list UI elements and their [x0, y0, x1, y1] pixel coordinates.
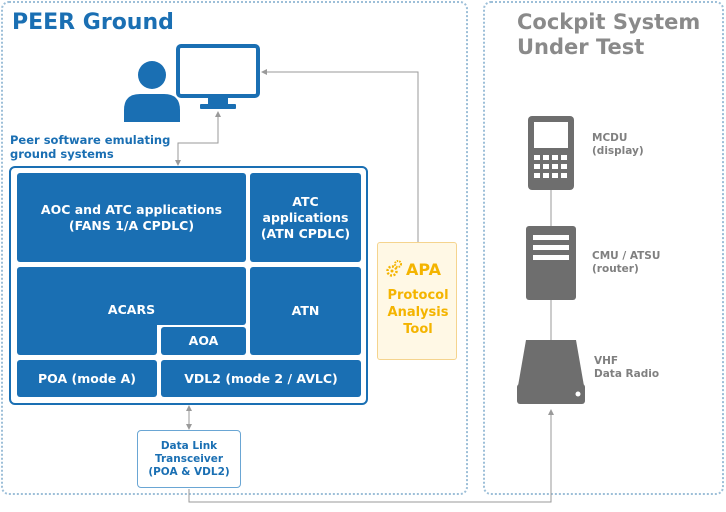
monitor-icon — [176, 44, 260, 109]
atn-block: ATN — [250, 267, 361, 355]
emulating-label-line1: Peer software emulating — [10, 133, 171, 147]
atc-line2: applications — [262, 209, 349, 225]
acars-label: ACARS — [107, 302, 156, 317]
gears-icon — [386, 260, 402, 277]
transceiver-to-radio-line — [188, 409, 554, 503]
cockpit-title-line1: Cockpit System — [517, 10, 701, 34]
apa-to-computer-line — [261, 69, 419, 242]
apa-line3: Tool — [403, 322, 433, 337]
apa-line1: Protocol — [387, 288, 449, 303]
atc-line1: ATC — [292, 193, 319, 209]
computer-to-stack-line — [175, 111, 221, 166]
vdl2-label: VDL2 (mode 2 / AVLC) — [184, 370, 338, 386]
transceiver-line1: Data Link — [160, 439, 218, 452]
apa-description: Protocol Analysis Tool — [378, 287, 458, 338]
emulating-ground-systems-label: Peer software emulating ground systems — [10, 133, 210, 161]
transceiver-line3: (POA & VDL2) — [148, 465, 230, 478]
apa-logo-text: APA — [406, 259, 442, 279]
cmu-atsu-icon — [526, 226, 576, 300]
peer-ground-title: PEER Ground — [12, 10, 174, 35]
transceiver-line2: Transceiver — [154, 452, 224, 465]
mcdu-line1: MCDU — [592, 132, 628, 144]
acars-block-lower — [17, 322, 157, 355]
aoc-atc-line1: AOC and ATC applications — [40, 201, 223, 217]
cockpit-system-region — [483, 1, 724, 495]
cmu-line1: CMU / ATSU — [592, 250, 661, 262]
vhf-line2: Data Radio — [594, 368, 660, 380]
atc-line3: (ATN CPDLC) — [260, 225, 351, 241]
cmu-atsu-label: CMU / ATSU (router) — [592, 250, 660, 276]
vhf-line1: VHF — [594, 355, 619, 367]
poa-label: POA (mode A) — [38, 370, 136, 386]
vhf-radio-icon — [517, 340, 585, 404]
mcdu-label: MCDU (display) — [592, 132, 644, 158]
aoc-atc-line2: (FANS 1/A CPDLC) — [68, 217, 195, 233]
apa-protocol-analysis-tool: APA Protocol Analysis Tool — [377, 242, 457, 360]
emulating-label-line2: ground systems — [10, 147, 114, 161]
aoa-block: AOA — [161, 327, 246, 355]
mcdu-line2: (display) — [592, 145, 644, 157]
aoa-label: AOA — [188, 333, 219, 348]
mcdu-icon — [528, 116, 574, 190]
poa-block: POA (mode A) — [17, 360, 157, 397]
atn-label: ATN — [291, 303, 320, 318]
peer-ground-region — [1, 1, 468, 495]
data-link-transceiver-box: Data Link Transceiver (POA & VDL2) — [137, 430, 241, 488]
vhf-radio-label: VHF Data Radio — [594, 355, 659, 381]
acars-block — [17, 267, 246, 325]
cmu-line2: (router) — [592, 263, 639, 275]
atc-applications-block: ATC applications (ATN CPDLC) — [250, 173, 361, 262]
vdl2-block: VDL2 (mode 2 / AVLC) — [161, 360, 361, 397]
cockpit-system-title: Cockpit System Under Test — [517, 10, 717, 60]
apa-line2: Analysis — [387, 305, 449, 320]
apa-logo: APA — [386, 259, 452, 279]
cockpit-title-line2: Under Test — [517, 35, 645, 59]
user-icon — [124, 61, 180, 122]
aoc-atc-applications-block: AOC and ATC applications (FANS 1/A CPDLC… — [17, 173, 246, 262]
